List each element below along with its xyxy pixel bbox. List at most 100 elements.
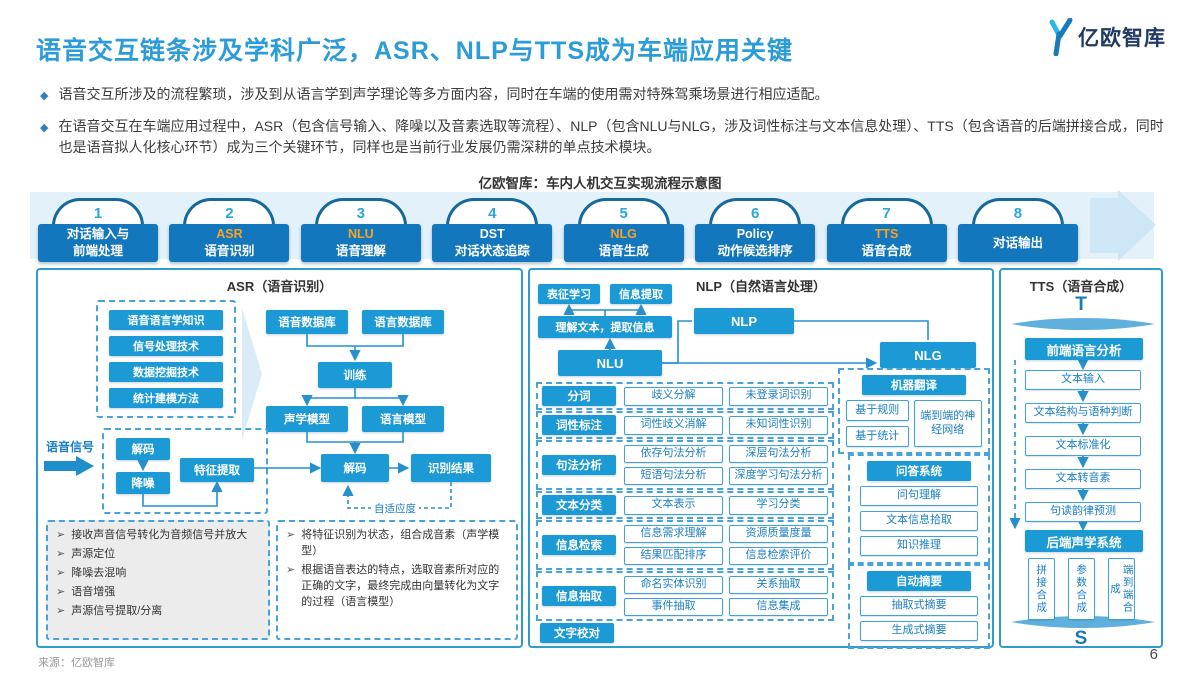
nlp-row-2: 词性标注词性歧义消解未知词性识别: [536, 411, 834, 439]
nlp-group-item: 基于规则: [846, 400, 909, 421]
tts-back-header: 后端声学系统: [1025, 530, 1143, 552]
diamond-bullet-icon: ◆: [40, 90, 49, 102]
step-number-dome: 7: [840, 198, 933, 226]
nlp-row-items: 文本表示学习分类: [624, 495, 828, 515]
eo-intelligence-logo: 亿欧智库: [1044, 18, 1166, 56]
nlp-row-6: 信息抽取命名实体识别关系抽取事件抽取信息集成: [536, 571, 834, 621]
step-label-line: TTS: [874, 227, 899, 242]
step-number-dome: 4: [446, 198, 539, 226]
nlp-box-nlp: NLP: [694, 308, 794, 334]
nlp-task-rows: 分词歧义分解未登录词识别词性标注词性歧义消解未知词性识别句法分析依存句法分析深层…: [536, 382, 834, 644]
nlp-group-item: 问句理解: [860, 486, 978, 506]
nlp-sub-box: 信息需求理解: [624, 525, 723, 543]
logo-text: 亿欧智库: [1078, 27, 1166, 50]
bullet-item: ◆ 在语音交互在车端应用过程中，ASR（包含信号输入、降噪以及音素选取等流程）、…: [40, 116, 1168, 159]
light-chevron-shape: [242, 308, 262, 440]
asr-box-training: 训练: [318, 362, 392, 388]
nlp-row-label: 词性标注: [542, 415, 616, 435]
step-label-line: 对话状态追踪: [454, 244, 530, 258]
diagram-caption: 亿欧智库：车内人机交互实现流程示意图: [478, 176, 722, 191]
nlp-box-representation-learning: 表征学习: [538, 284, 600, 304]
nlp-sub-box: 深层句法分析: [729, 445, 828, 463]
step-label-box: 对话输入与前端处理: [38, 224, 158, 262]
nlp-group-item: 基于统计: [846, 426, 909, 447]
tts-synthesis-boxes: 拼接合成参数合成端到端合成: [1001, 558, 1161, 620]
nlp-sub-box: 依存句法分析: [624, 445, 723, 463]
nlp-sub-box: 短语句法分析: [624, 467, 723, 485]
asr-box-language-database: 语言数据库: [362, 310, 444, 334]
tts-t-label: T: [1075, 294, 1087, 315]
nlp-row-label: 句法分析: [542, 455, 616, 475]
asr-knowledge-box: 信号处理技术: [109, 336, 223, 356]
nlp-sub-box: 深度学习句法分析: [729, 467, 828, 485]
step-label-line: Policy: [736, 227, 774, 242]
asr-box-denoise: 降噪: [116, 472, 170, 494]
voice-signal-arrow-icon: [44, 456, 94, 476]
asr-feedback-label: 自适应度: [371, 501, 419, 516]
nlp-row-items: 命名实体识别关系抽取事件抽取信息集成: [624, 576, 828, 616]
nlp-group-header: 问答系统: [867, 461, 971, 481]
nlp-group-header: 自动摘要: [867, 571, 971, 591]
nlp-sub-box: 结果匹配排序: [624, 547, 723, 565]
nlp-sub-box: 未知词性识别: [729, 415, 828, 435]
step-label-line: 语音合成: [861, 244, 912, 258]
nlp-panel: NLP（自然语言处理） 表征学习 信息提取 理解文本，提取信息 NLU NLP …: [528, 268, 994, 649]
asr-knowledge-list: 语音语言学知识信号处理技术数据挖掘技术统计建模方法: [98, 302, 234, 408]
step-label-box: TTS 语音合成: [826, 224, 947, 262]
tts-panel: TTS（语音合成） T 前端语言分析 文本输入文本结构与语种判断文本标准化文本转…: [999, 268, 1163, 649]
nlp-box-information-extraction-top: 信息提取: [610, 284, 672, 304]
nlp-group-1: 机器翻译基于规则基于统计端到端的神经网络: [838, 368, 990, 454]
asr-box-speech-database: 语音数据库: [266, 310, 348, 334]
nlp-row-label: 文本分类: [542, 495, 616, 515]
nlp-row-items: 信息需求理解资源质量度量结果匹配排序信息检索评价: [624, 525, 828, 565]
nlp-row-label: 分词: [542, 386, 616, 406]
asr-model-bullet-list: 将特征识别为状态，组合成音素（声学模型）根据语音表达的特点，选取音素所对应的正确…: [278, 522, 516, 618]
page-title: 语音交互链条涉及学科广泛，ASR、NLP与TTS成为车端应用关键: [36, 36, 794, 65]
step-label-line: NLU: [347, 227, 374, 242]
logo-y-icon: [1049, 18, 1073, 56]
nlp-sub-box: 命名实体识别: [624, 576, 723, 594]
step-number-dome: 5: [577, 198, 670, 226]
bullet-item: ◆ 语音交互所涉及的流程繁琐，涉及到从语言学到声学理论等多方面内容，同时在车端的…: [40, 84, 1168, 106]
nlp-sub-box: 信息检索评价: [729, 547, 828, 565]
step-number-dome: 3: [314, 198, 407, 226]
step-label-line: 前端处理: [72, 244, 123, 258]
step-number-dome: 8: [971, 198, 1064, 226]
nlp-group-3: 自动摘要抽取式摘要生成式摘要: [848, 564, 990, 649]
nlp-application-groups: 机器翻译基于规则基于统计端到端的神经网络问答系统问句理解文本信息拾取知识推理自动…: [838, 368, 990, 649]
nlp-row-items: 依存句法分析深层句法分析短语句法分析深度学习句法分析: [624, 445, 828, 485]
nlp-sub-box: 资源质量度量: [729, 525, 828, 543]
tts-synthesis-box: 参数合成: [1067, 558, 1095, 620]
nlp-sub-box: 歧义分解: [624, 386, 723, 406]
asr-box-feature-extraction: 特征提取: [180, 458, 254, 482]
asr-box-decode: 解码: [321, 454, 389, 482]
nlp-row-3: 句法分析依存句法分析深层句法分析短语句法分析深度学习句法分析: [536, 440, 834, 490]
nlp-row-1: 分词歧义分解未登录词识别: [536, 382, 834, 410]
nlp-group-2: 问答系统问句理解文本信息拾取知识推理: [848, 454, 990, 564]
nlp-row-label: 信息抽取: [542, 586, 616, 606]
nlp-row-5: 信息检索信息需求理解资源质量度量结果匹配排序信息检索评价: [536, 520, 834, 570]
source-note: 来源：亿欧智库: [38, 657, 115, 669]
nlp-sub-box: 关系抽取: [729, 576, 828, 594]
tts-chain-box: 文本输入: [1025, 370, 1141, 390]
nlp-row-items: 词性歧义消解未知词性识别: [624, 415, 828, 435]
nlp-row-items: 歧义分解未登录词识别: [624, 386, 828, 406]
tts-synthesis-box: 端到端合成: [1107, 558, 1135, 620]
asr-frontend-bullet: 降噪去混响: [54, 566, 260, 582]
nlp-group-header: 机器翻译: [862, 375, 966, 395]
page-number: 6: [1149, 646, 1158, 663]
asr-box-acoustic-model: 声学模型: [266, 406, 348, 432]
